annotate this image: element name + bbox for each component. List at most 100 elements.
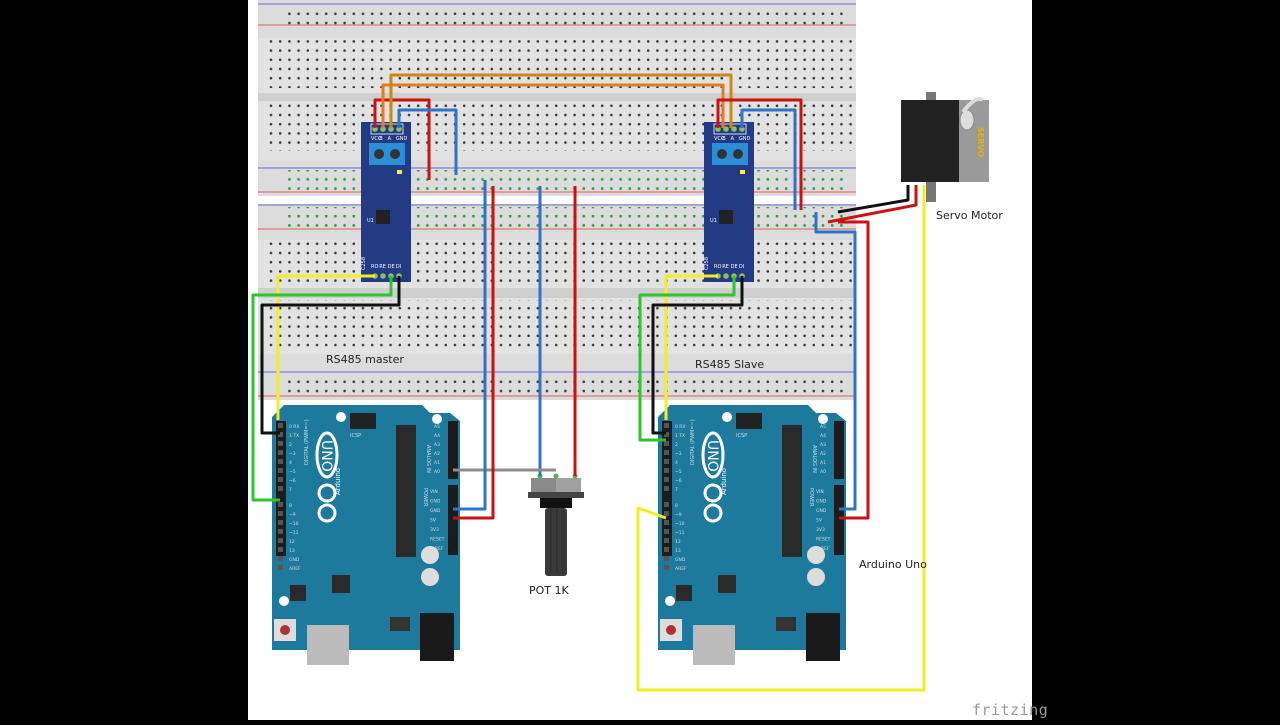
digital-pin-label: 4 <box>289 460 292 466</box>
digital-pin-label: ~6 <box>675 478 682 484</box>
pin-label: GND <box>396 136 408 142</box>
digital-pin <box>664 423 669 428</box>
digital-pin-label: ~3 <box>675 451 682 457</box>
pin-re <box>380 273 386 279</box>
digital-pin <box>664 556 669 561</box>
arduino-infinity-right <box>317 503 337 523</box>
analog-header-label: ANALOG IN <box>425 445 431 473</box>
digital-pin <box>278 520 283 525</box>
analog-pin-label: A3 <box>434 442 440 448</box>
atmega-chip <box>782 425 802 557</box>
digital-pin <box>278 441 283 446</box>
digital-pin <box>664 502 669 507</box>
digital-header-label: DIGITAL (PWM=~) <box>690 419 696 465</box>
digital-pin-label: ~9 <box>675 512 682 518</box>
digital-pin <box>278 529 283 534</box>
arduino-brand-text: Arduino <box>334 468 342 495</box>
digital-pin <box>664 477 669 482</box>
pin-label: B <box>379 136 383 142</box>
potentiometer <box>528 473 584 576</box>
digital-pin <box>278 511 283 516</box>
analog-pin-label: A0 <box>820 469 826 475</box>
dc-jack <box>420 613 454 661</box>
wire-b-line <box>381 83 725 128</box>
mount-hole <box>722 412 732 422</box>
digital-pin <box>278 556 283 561</box>
digital-pin <box>278 486 283 491</box>
label-arduino-uno: Arduino Uno <box>859 558 927 571</box>
digital-pin-label: ~5 <box>675 469 682 475</box>
wire-master-di <box>260 276 401 435</box>
wire-master-de-re <box>251 276 393 502</box>
digital-pin-label: 8 <box>675 503 678 509</box>
digital-pin <box>278 477 283 482</box>
digital-pin <box>664 538 669 543</box>
digital-pin <box>664 511 669 516</box>
module-code: C258 <box>704 257 710 270</box>
reset-button-cap <box>280 625 290 635</box>
digital-pin-label: GND <box>289 557 300 563</box>
power-pin-label: 3V3 <box>430 527 439 533</box>
pin-label: A <box>731 136 735 142</box>
digital-pin-label: ~9 <box>289 512 296 518</box>
digital-pin-label: ~10 <box>289 521 299 527</box>
arduino-infinity-left <box>703 483 723 503</box>
icsp-header <box>350 413 376 429</box>
digital-pin <box>278 502 283 507</box>
screw-terminal <box>712 143 748 165</box>
mount-hole <box>336 412 346 422</box>
pin-a <box>731 126 737 132</box>
power-pin-label: 5V <box>430 518 437 524</box>
pin-label: GND <box>739 136 751 142</box>
chip-label: U1 <box>710 218 717 224</box>
wire-slave-uno-gnd <box>814 212 857 511</box>
wire-slave-vcc <box>716 98 803 210</box>
screw <box>390 149 400 159</box>
pin-re <box>723 273 729 279</box>
analog-pin-label: A2 <box>434 451 440 457</box>
analog-pin-label: A5 <box>820 424 826 430</box>
usb-chip <box>332 575 350 593</box>
wires <box>251 73 926 692</box>
digital-pin-label: 1 TX <box>675 433 685 439</box>
digital-pin <box>664 450 669 455</box>
label-pot: POT 1K <box>529 584 569 597</box>
analog-pin-label: A1 <box>434 460 440 466</box>
atmega-chip <box>396 425 416 557</box>
digital-pin <box>278 459 283 464</box>
digital-pin-label: ~10 <box>675 521 685 527</box>
digital-pin <box>664 547 669 552</box>
digital-pin-label: GND <box>675 557 686 563</box>
analog-header <box>448 421 458 479</box>
digital-pin <box>664 520 669 525</box>
mount-hole <box>279 596 289 606</box>
analog-header-label: ANALOG IN <box>811 445 817 473</box>
digital-pin-label: 12 <box>289 539 295 545</box>
uno-logo-text: UNO <box>318 440 334 472</box>
analog-header <box>834 421 844 479</box>
digital-pin <box>664 565 669 570</box>
digital-pin <box>664 432 669 437</box>
wire-servo-gnd <box>837 185 910 214</box>
icsp2-header <box>676 585 692 601</box>
mount-hole <box>665 596 675 606</box>
power-pin-label: RESET <box>430 537 445 543</box>
analog-pin-label: A0 <box>434 469 440 475</box>
voltage-regulator <box>776 617 796 631</box>
wire-slave-de-re <box>638 276 736 442</box>
digital-pin-label: ~11 <box>289 530 299 536</box>
digital-pin-label: 2 <box>289 442 292 448</box>
wire-master-uno-5v <box>453 186 495 520</box>
digital-pin-label: 13 <box>289 548 295 554</box>
digital-pin-label: 0 RX <box>289 424 300 430</box>
module-code: C258 <box>361 257 367 270</box>
digital-header-label: DIGITAL (PWM=~) <box>304 419 310 465</box>
digital-pin-label: 12 <box>675 539 681 545</box>
power-header-label: POWER <box>808 488 814 507</box>
digital-pin-label: ~5 <box>289 469 296 475</box>
uno-logo-oval <box>701 431 725 479</box>
arduino-infinity-right <box>703 503 723 523</box>
wire-servo-vcc <box>827 185 918 224</box>
